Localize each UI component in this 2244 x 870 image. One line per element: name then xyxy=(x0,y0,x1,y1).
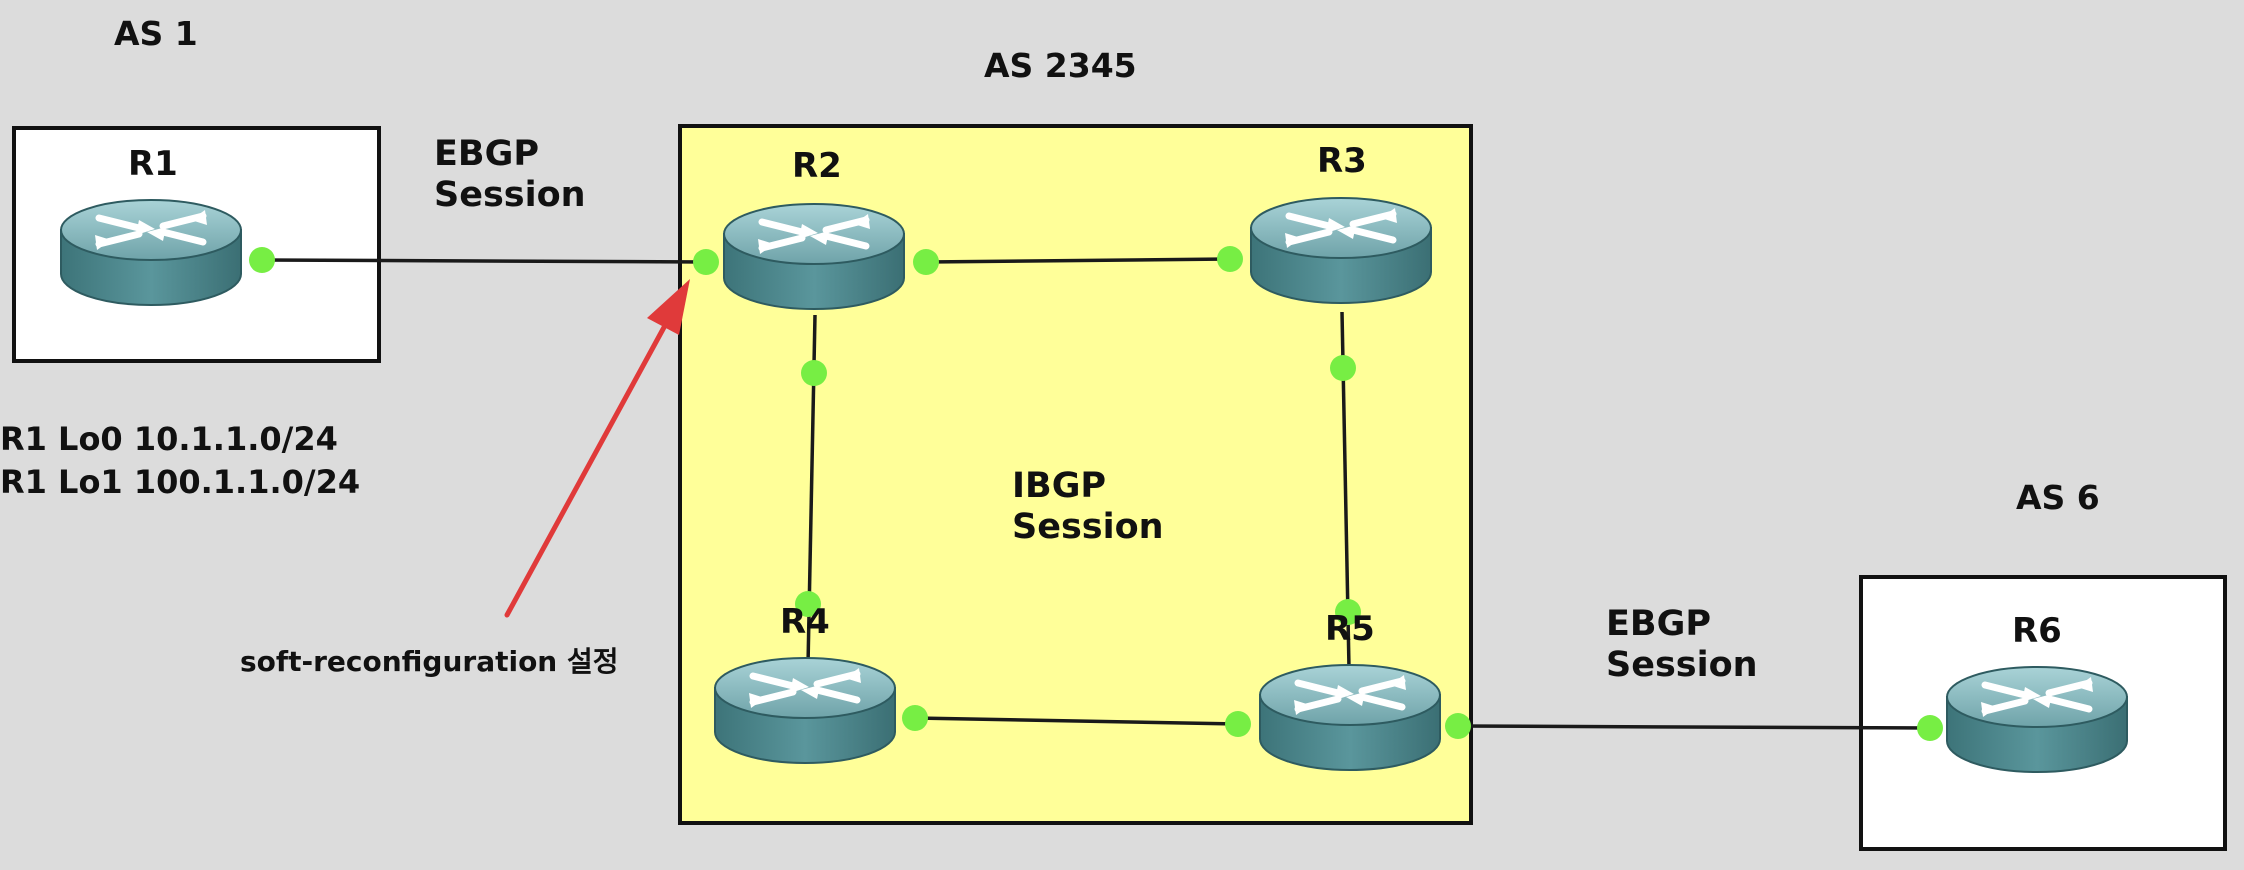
as-label: AS 6 xyxy=(2016,478,2100,517)
port-dot xyxy=(902,705,928,731)
session-line: Session xyxy=(1012,507,1164,547)
port-dot xyxy=(913,249,939,275)
router-label: R4 xyxy=(780,602,830,642)
link-r2-r3 xyxy=(925,257,1231,264)
router-label: R1 xyxy=(128,144,178,184)
router-label: R6 xyxy=(2012,611,2062,651)
port-dot xyxy=(1917,715,1943,741)
ibgp-session-label: IBGP Session xyxy=(1012,466,1164,548)
as-label: AS 2345 xyxy=(984,46,1137,85)
session-line: EBGP xyxy=(434,134,539,174)
port-dot xyxy=(249,247,275,273)
session-line: EBGP xyxy=(1606,604,1711,644)
router-label: R2 xyxy=(792,146,842,186)
as-label: AS 1 xyxy=(114,14,198,53)
session-line: Session xyxy=(434,175,586,215)
port-dot xyxy=(1330,355,1356,381)
red-arrow-icon xyxy=(504,279,690,618)
port-dot xyxy=(801,360,827,386)
annotation-label: soft-reconfiguration 설정 xyxy=(240,645,619,678)
ebgp-session-label: EBGP Session xyxy=(434,134,586,216)
r1-network-list: R1 Lo0 10.1.1.0/24 R1 Lo1 100.1.1.0/24 xyxy=(0,418,360,504)
link-r5-r6 xyxy=(1457,724,1931,730)
port-dot xyxy=(1335,599,1361,625)
port-dot xyxy=(693,249,719,275)
router-icon[interactable] xyxy=(1251,198,1431,303)
router-icon[interactable] xyxy=(1947,667,2127,772)
link-r1-r2 xyxy=(261,258,707,264)
port-dot xyxy=(1217,246,1243,272)
port-dot xyxy=(1225,711,1251,737)
network-entry: R1 Lo1 100.1.1.0/24 xyxy=(0,463,361,501)
port-dot xyxy=(795,591,821,617)
network-entry: R1 Lo0 10.1.1.0/24 xyxy=(0,420,338,458)
router-icon[interactable] xyxy=(61,200,241,305)
session-line: IBGP xyxy=(1012,466,1107,506)
router-icon[interactable] xyxy=(724,204,904,309)
router-label: R3 xyxy=(1317,141,1367,181)
ebgp-session-label: EBGP Session xyxy=(1606,604,1758,686)
port-dot xyxy=(1445,713,1471,739)
router-label: R5 xyxy=(1325,609,1375,649)
link-r4-r5 xyxy=(914,716,1239,726)
router-icon[interactable] xyxy=(1260,665,1440,770)
router-icon[interactable] xyxy=(715,658,895,763)
session-line: Session xyxy=(1606,645,1758,685)
